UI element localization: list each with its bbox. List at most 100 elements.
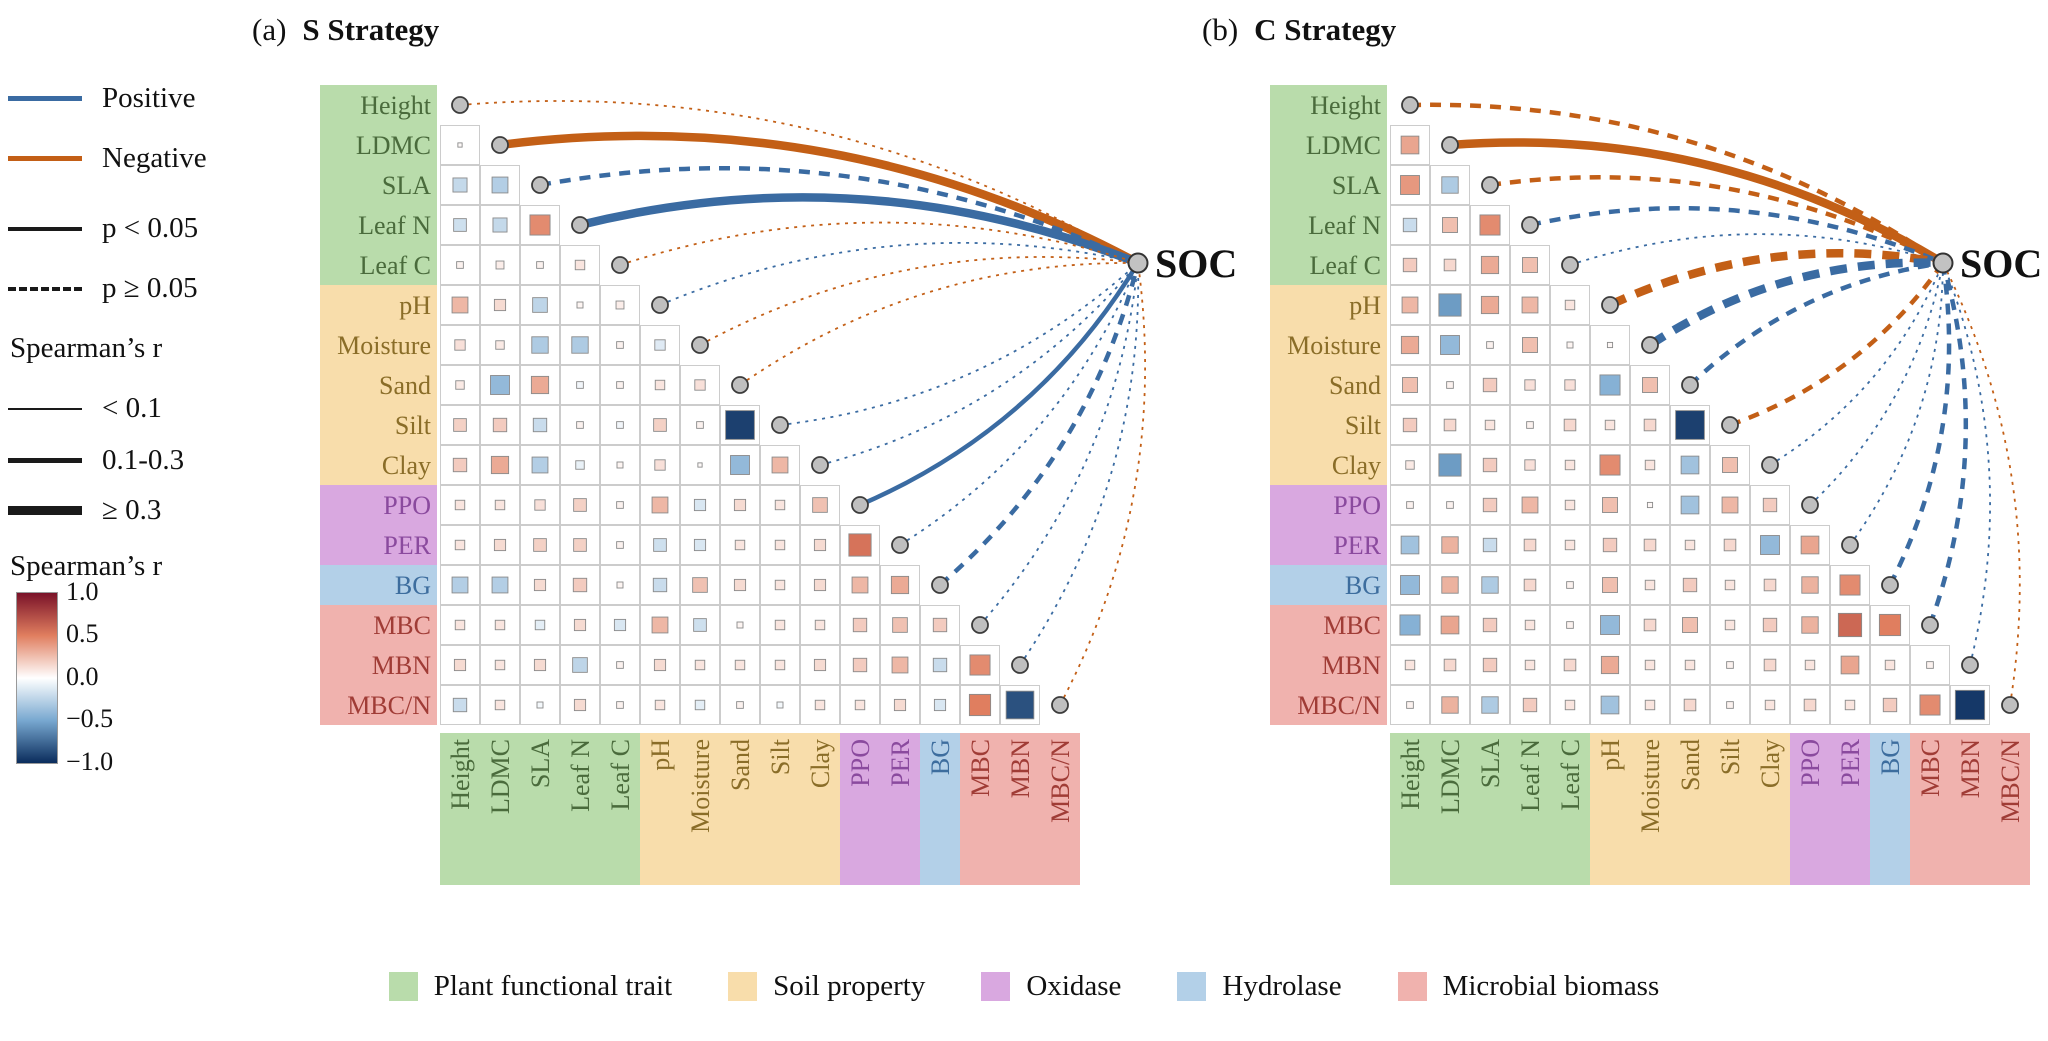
corr-square — [1564, 299, 1576, 311]
legend-width-thin-label: < 0.1 — [102, 392, 162, 424]
oxidase-swatch — [981, 972, 1011, 1001]
corr-square — [1564, 499, 1576, 511]
soil-swatch — [728, 972, 758, 1001]
row-category-band — [320, 605, 437, 725]
row-label-height: Height — [1310, 91, 1382, 120]
corr-square — [1523, 538, 1537, 552]
corr-square — [1724, 619, 1736, 631]
corr-square — [531, 456, 549, 474]
col-label-moisture: Moisture — [1636, 739, 1665, 833]
corr-square — [1482, 497, 1498, 513]
col-label-per: PER — [1836, 738, 1865, 786]
corr-square — [495, 340, 505, 350]
row-category-band — [1270, 285, 1387, 485]
corr-square — [1926, 661, 1934, 669]
corr-square — [774, 659, 786, 671]
solid-line-sample — [8, 226, 82, 231]
corr-square — [814, 619, 826, 631]
corr-square — [573, 618, 587, 632]
edge-mbc-soc — [1927, 262, 1969, 626]
corr-square — [452, 457, 468, 473]
node-leaf-n — [571, 216, 589, 234]
corr-square — [454, 619, 466, 631]
col-label-leaf-c: Leaf C — [1556, 739, 1585, 810]
matrix-cell — [440, 685, 480, 725]
matrix-cell — [520, 365, 560, 405]
corr-square — [1443, 418, 1457, 432]
node-bg — [1881, 576, 1899, 594]
colorbar-tick-5: −1.0 — [66, 747, 114, 776]
corr-square — [654, 379, 666, 391]
edge-sla-soc — [1489, 175, 1945, 265]
row-label-ph: pH — [1349, 291, 1381, 320]
corr-square — [653, 658, 667, 672]
corr-square — [1644, 459, 1656, 471]
node-sla — [531, 176, 549, 194]
corr-square — [1837, 612, 1863, 638]
corr-square — [1602, 537, 1618, 553]
col-label-per: PER — [886, 738, 915, 786]
node-leaf-c — [611, 256, 629, 274]
row-category-band — [1270, 485, 1387, 565]
corr-square — [1564, 699, 1576, 711]
corr-square — [852, 617, 868, 633]
colorbar-tick-4: −0.5 — [66, 704, 114, 733]
node-mbn — [1011, 656, 1029, 674]
corr-square — [456, 261, 464, 269]
col-label-silt: Silt — [766, 738, 795, 775]
edge-leaf-n-soc — [1529, 206, 1944, 266]
corr-square — [1721, 496, 1739, 514]
corr-square — [1600, 615, 1620, 635]
row-category-band — [320, 85, 437, 285]
corr-square — [1884, 659, 1896, 671]
corr-square — [696, 421, 704, 429]
corr-square — [491, 176, 509, 194]
legend-width-medium: 0.1-0.3 — [8, 444, 184, 477]
corr-square — [1521, 296, 1539, 314]
corr-square — [616, 341, 624, 349]
row-label-bg: BG — [395, 571, 431, 600]
col-label-mbc-n: MBC/N — [1996, 739, 2025, 823]
corr-square — [533, 538, 547, 552]
corr-square — [932, 617, 948, 633]
corr-square — [651, 496, 669, 514]
edge-per-soc — [899, 262, 1139, 546]
col-label-height: Height — [1396, 738, 1425, 810]
corr-square — [1400, 175, 1420, 195]
row-label-leaf-n: Leaf N — [1308, 211, 1381, 240]
edge-height-soc — [459, 100, 1139, 264]
corr-square — [1680, 455, 1700, 475]
corr-square — [1441, 536, 1459, 554]
corr-square — [533, 578, 547, 592]
col-category-band — [1870, 733, 1910, 885]
corr-square — [1606, 341, 1614, 349]
matrix-cell — [480, 405, 520, 445]
corr-square — [654, 699, 666, 711]
corr-square — [1643, 618, 1657, 632]
corr-square — [1484, 419, 1496, 431]
matrix-cell — [1390, 445, 1430, 485]
corr-square — [494, 699, 506, 711]
corr-square — [616, 501, 624, 509]
corr-square — [694, 659, 706, 671]
corr-square — [733, 578, 747, 592]
corr-square — [571, 336, 589, 354]
col-category-band — [1590, 733, 1790, 885]
node-ph — [651, 296, 669, 314]
row-label-moisture: Moisture — [1287, 331, 1381, 360]
thin-line-sample — [8, 407, 82, 410]
corr-square — [1644, 699, 1656, 711]
col-label-leaf-n: Leaf N — [1516, 739, 1545, 812]
row-label-sla: SLA — [382, 171, 431, 200]
node-moisture — [1641, 336, 1659, 354]
corr-square — [493, 298, 507, 312]
row-label-ppo: PPO — [383, 491, 431, 520]
corr-square — [1600, 655, 1620, 675]
corr-square — [616, 461, 624, 469]
microbial-swatch — [1397, 972, 1427, 1001]
row-label-per: PER — [383, 531, 431, 560]
corr-square — [813, 538, 827, 552]
matrix-cell — [800, 525, 840, 565]
colorbar-tick-1: 1.0 — [66, 577, 99, 606]
